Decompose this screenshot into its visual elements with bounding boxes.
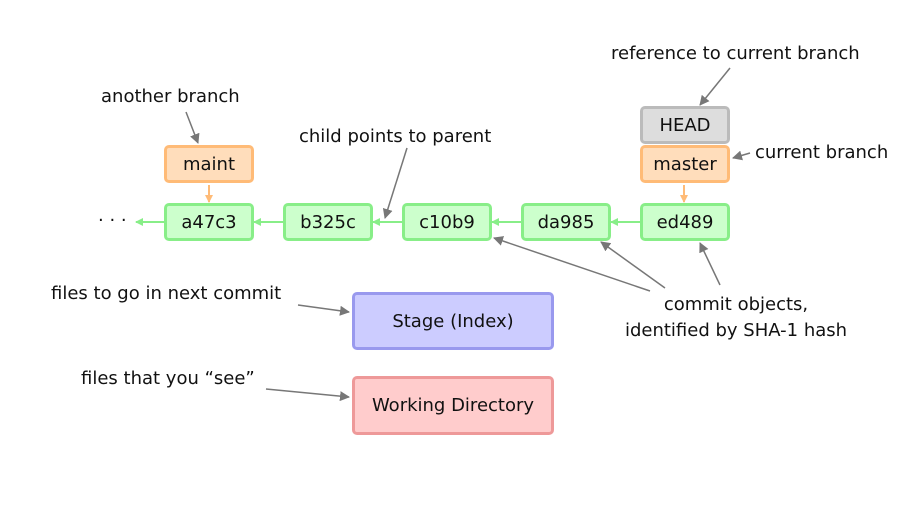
current-branch-label: current branch xyxy=(755,142,889,163)
commit-b325c: b325c xyxy=(283,203,373,241)
commit-c10b9: c10b9 xyxy=(402,203,492,241)
files-you-see-label: files that you “see” xyxy=(81,368,255,389)
child-points-to-parent-label: child points to parent xyxy=(299,126,492,147)
stage-index-box: Stage (Index) xyxy=(352,292,554,350)
current-branch-arrow xyxy=(732,150,751,161)
commit-objects-arrow-3 xyxy=(699,242,721,286)
commit-da985: da985 xyxy=(521,203,611,241)
commit-objects-arrow-2 xyxy=(600,241,666,289)
another-branch-label: another branch xyxy=(101,86,240,107)
commit-a47c3: a47c3 xyxy=(164,203,254,241)
stage-arrow xyxy=(297,304,350,316)
head-box: HEAD xyxy=(640,106,730,144)
reference-to-current-branch-label: reference to current branch xyxy=(611,43,860,64)
commit-objects-label: commit objects, identified by SHA-1 hash xyxy=(614,294,858,342)
ellipsis-label: · · · xyxy=(98,210,127,231)
master-branch-box: master xyxy=(640,145,730,183)
files-next-commit-label: files to go in next commit xyxy=(51,283,282,304)
working-directory-box: Working Directory xyxy=(352,376,554,435)
commit-ed489: ed489 xyxy=(640,203,730,241)
workdir-arrow xyxy=(265,388,350,402)
child-points-arrow xyxy=(382,147,408,219)
commit-objects-arrow-1 xyxy=(493,236,651,292)
reference-arrow xyxy=(699,67,731,106)
commit-objects-line-2: identified by SHA-1 hash xyxy=(624,320,848,341)
commit-objects-line-1: commit objects, xyxy=(663,294,809,315)
another-branch-arrow xyxy=(185,111,200,144)
maint-branch-box: maint xyxy=(164,145,254,183)
